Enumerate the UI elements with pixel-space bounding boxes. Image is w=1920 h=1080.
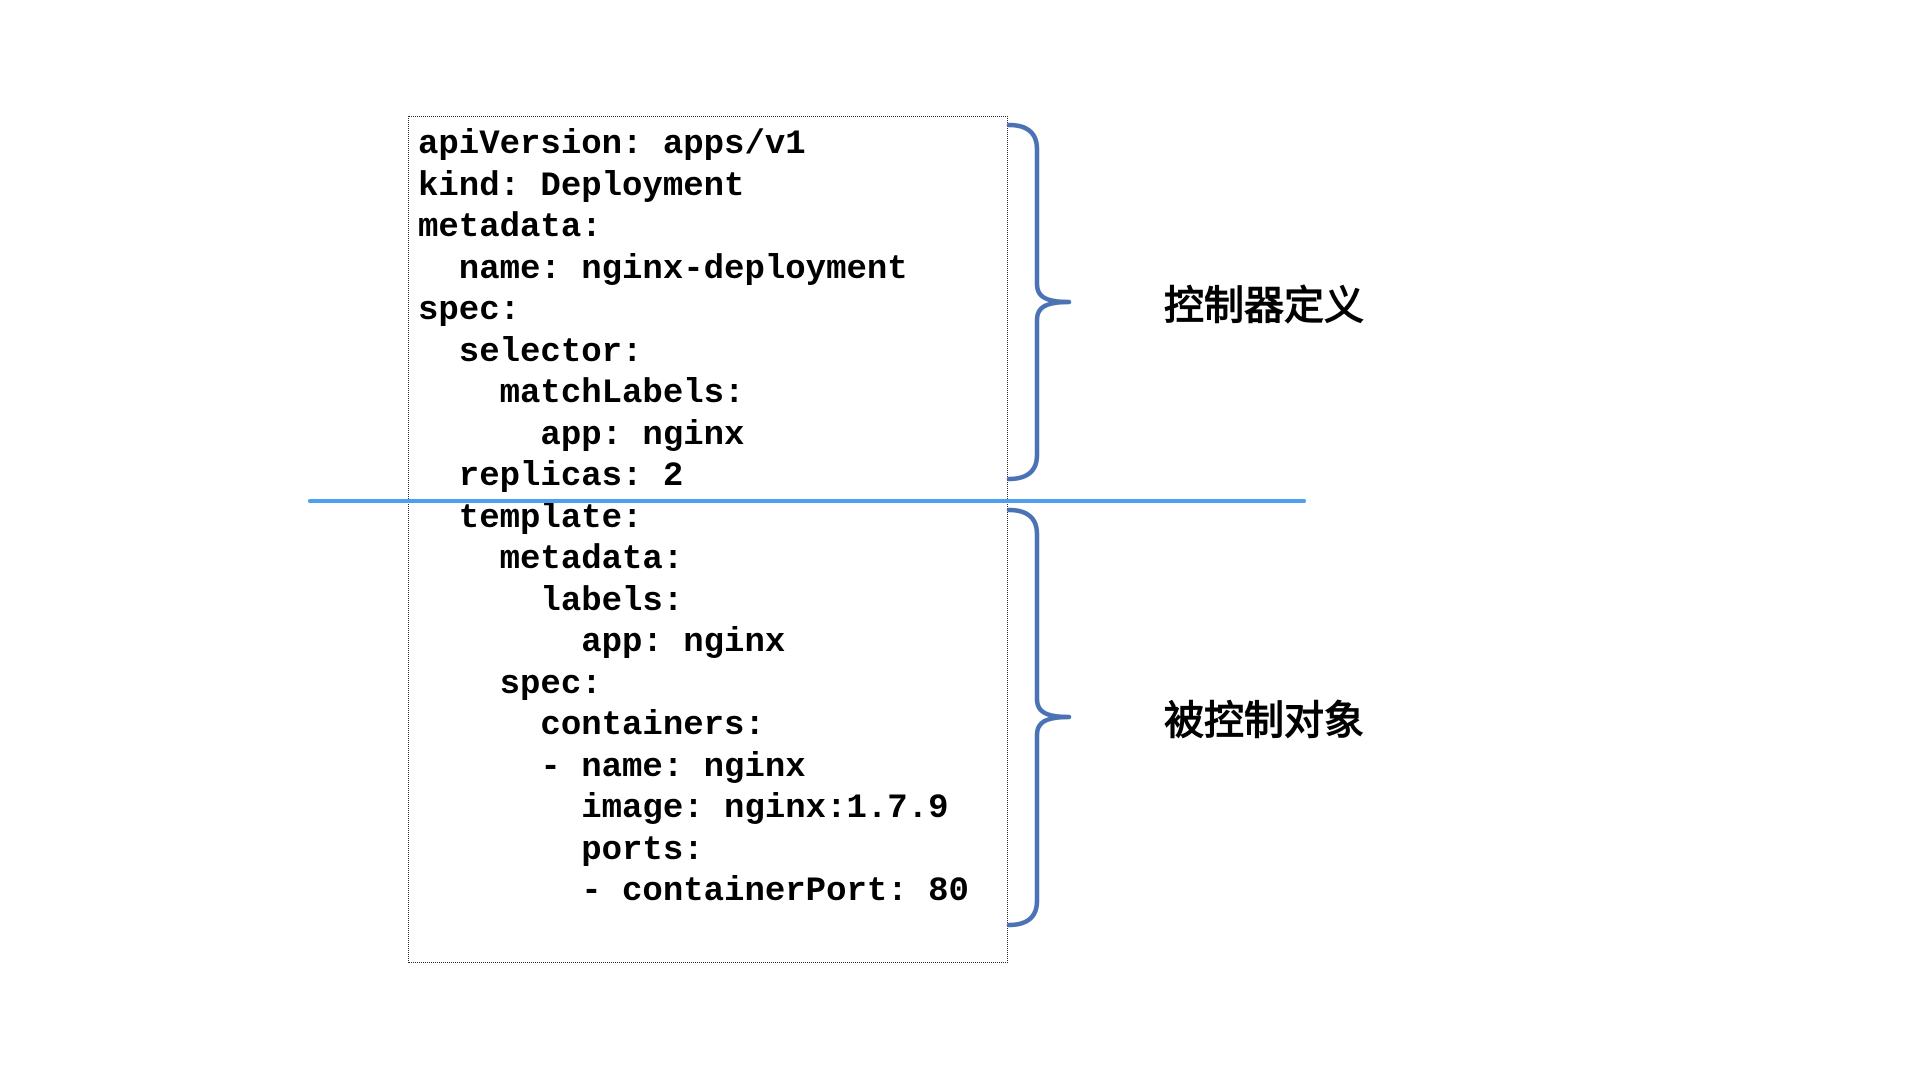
section-divider-line [308,499,1306,503]
controller-brace-icon [1006,122,1074,482]
curly-brace-icon [1006,122,1072,482]
yaml-manifest-box: apiVersion: apps/v1 kind: Deployment met… [408,116,1008,963]
controlled-object-label: 被控制对象 [1164,699,1364,743]
yaml-manifest-text: apiVersion: apps/v1 kind: Deployment met… [418,126,969,911]
curly-brace-icon [1006,507,1072,928]
controlled-brace-icon [1006,507,1074,928]
controller-definition-label: 控制器定义 [1164,284,1364,328]
